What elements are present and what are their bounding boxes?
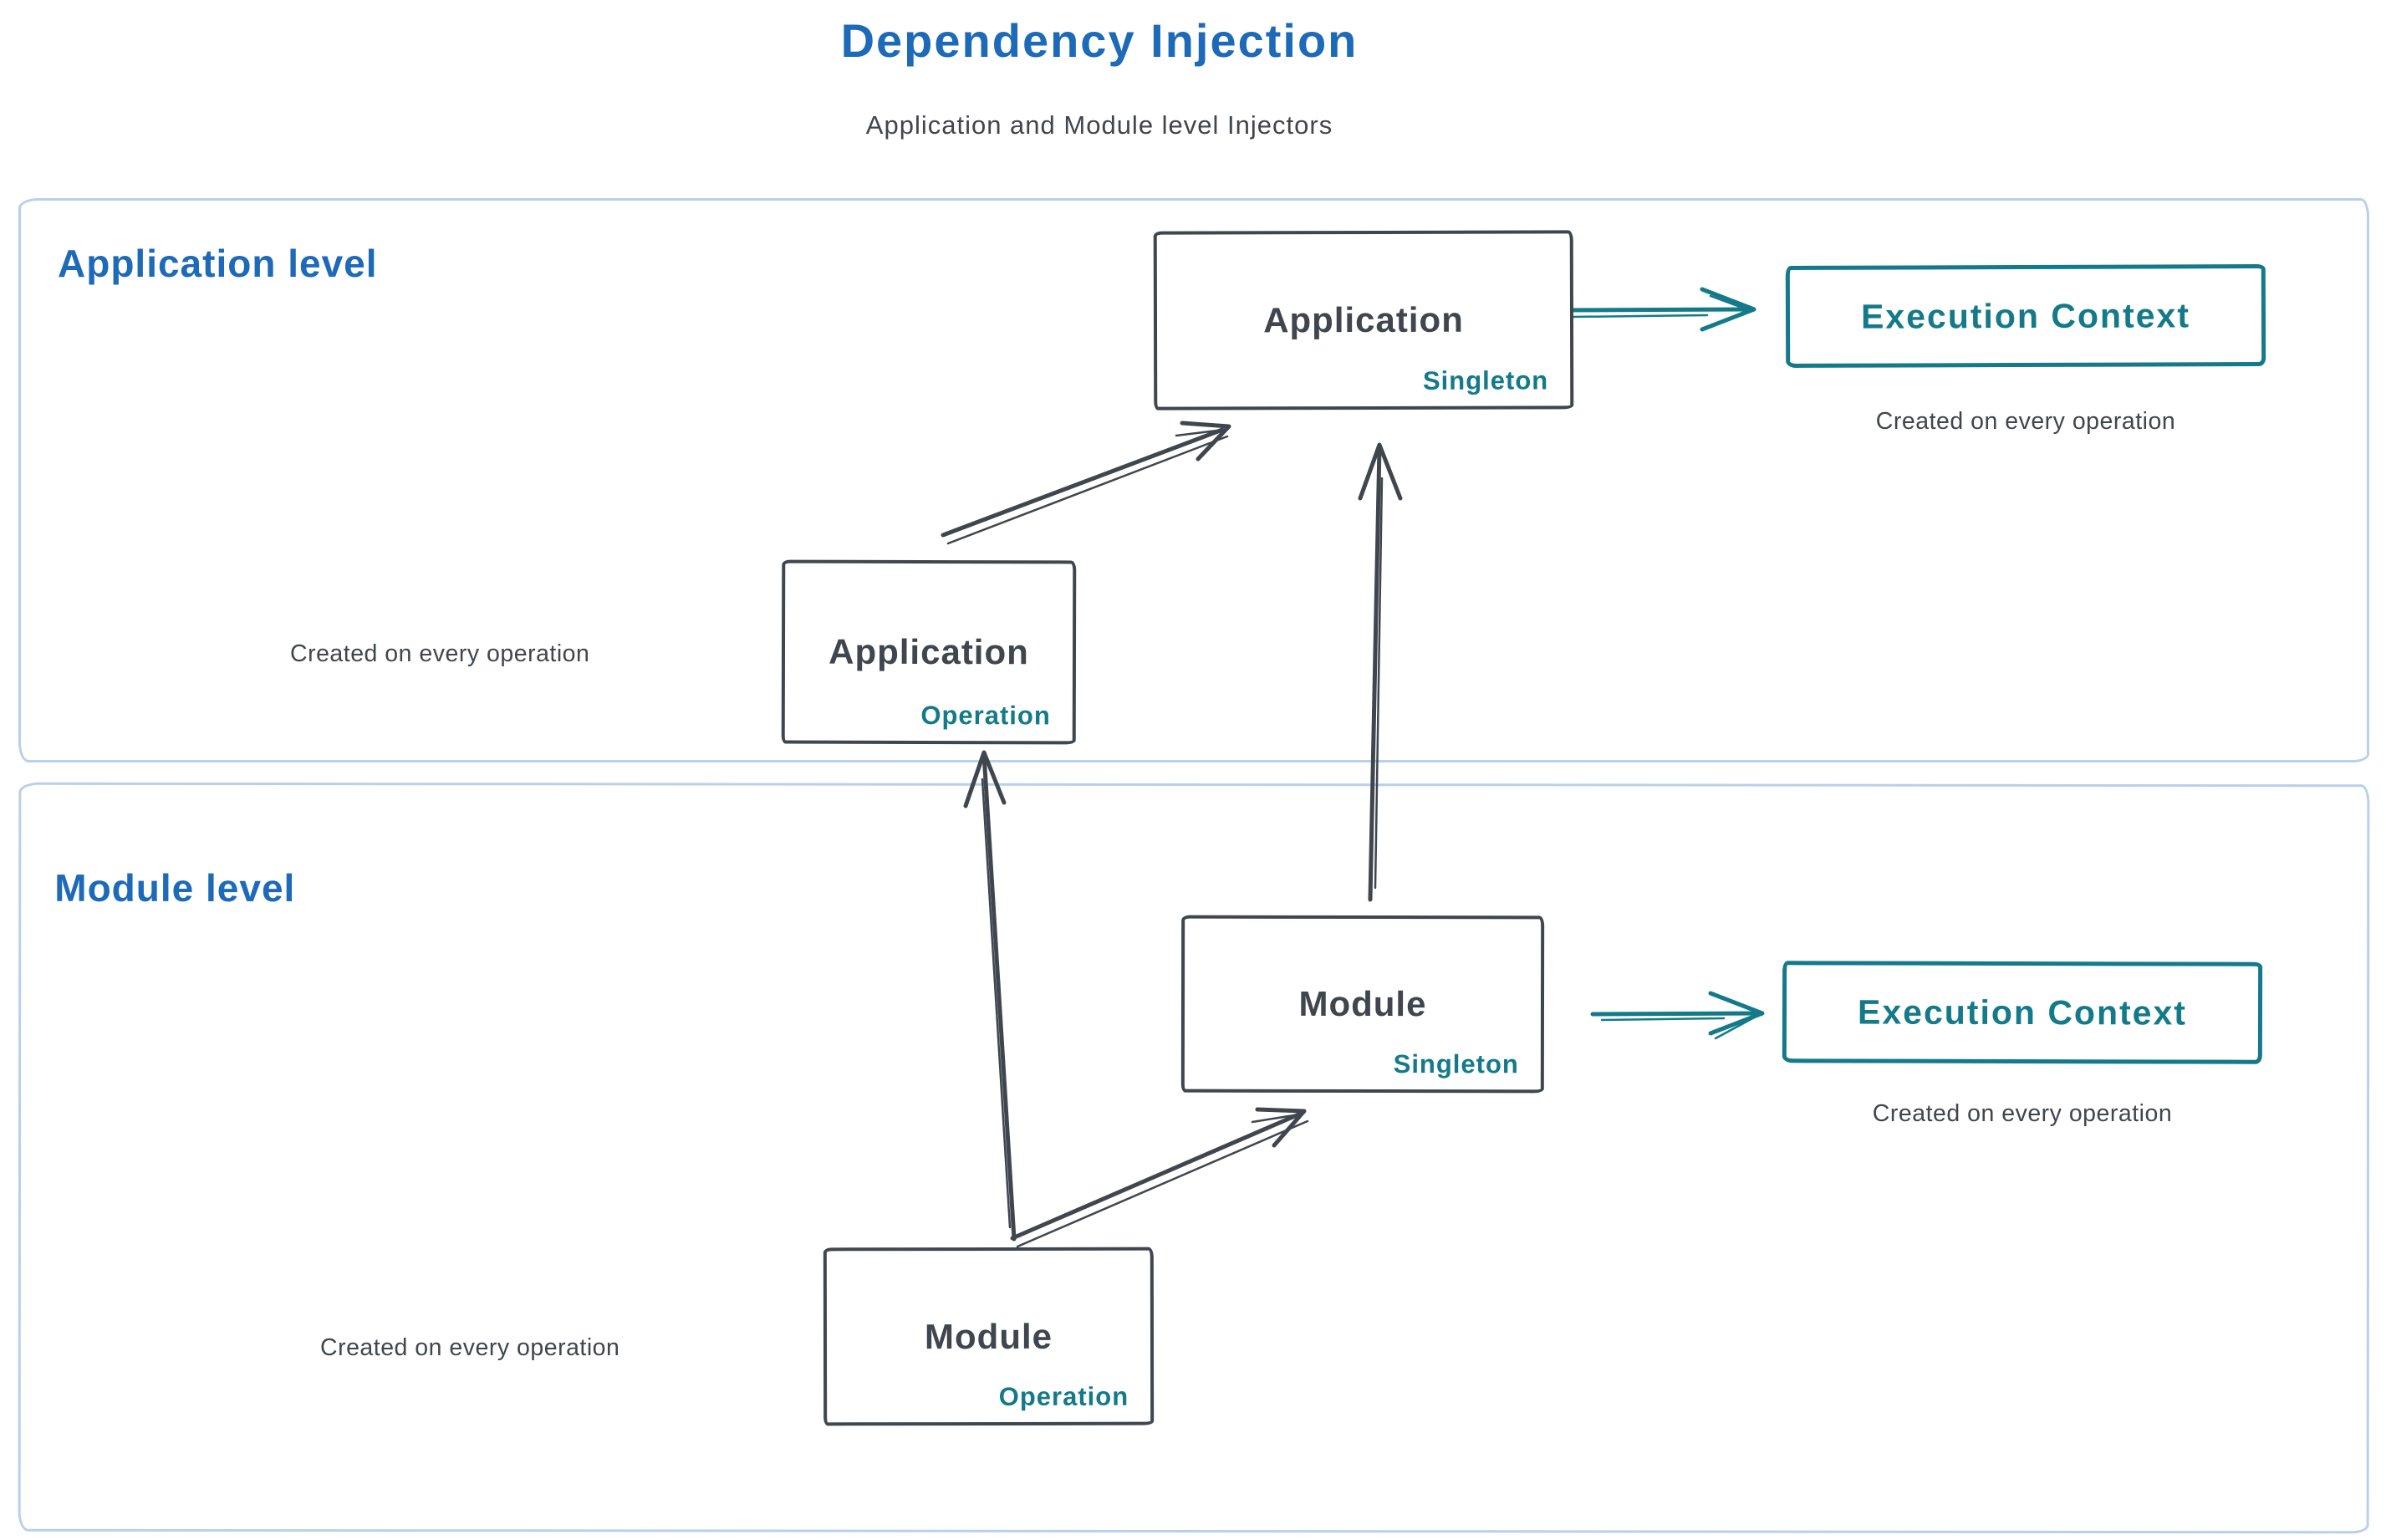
node-module-execution-context: Execution Context	[1782, 961, 2263, 1064]
node-application-operation-title: Application	[828, 631, 1029, 672]
section-application-level: Application level	[18, 198, 2369, 762]
diagram-title: Dependency Injection	[840, 14, 1359, 67]
node-application-execution-context: Execution Context	[1785, 263, 2266, 369]
diagram-subtitle: Application and Module level Injectors	[865, 110, 1333, 140]
caption-app-execution-context: Created on every operation	[1875, 408, 2176, 435]
section-module-level: Module level	[18, 782, 2370, 1534]
node-module-operation: Module Operation	[823, 1247, 1155, 1426]
node-module-singleton: Module Singleton	[1180, 915, 1545, 1094]
node-module-operation-tag: Operation	[998, 1381, 1129, 1411]
caption-module-operation: Created on every operation	[320, 1334, 620, 1361]
node-application-singleton: Application Singleton	[1153, 230, 1574, 410]
node-module-operation-title: Module	[924, 1316, 1053, 1356]
node-application-singleton-title: Application	[1263, 299, 1464, 340]
caption-module-execution-context: Created on every operation	[1872, 1100, 2173, 1127]
node-application-execution-context-title: Execution Context	[1860, 295, 2191, 336]
node-application-operation-tag: Operation	[920, 700, 1051, 731]
node-module-execution-context-title: Execution Context	[1857, 992, 2188, 1033]
section-module-level-label: Module level	[54, 865, 296, 910]
caption-app-operation: Created on every operation	[290, 640, 590, 667]
section-application-level-label: Application level	[58, 242, 378, 285]
node-application-operation: Application Operation	[781, 559, 1077, 745]
node-module-singleton-title: Module	[1298, 983, 1427, 1024]
node-application-singleton-tag: Singleton	[1422, 365, 1549, 395]
node-module-singleton-tag: Singleton	[1393, 1049, 1519, 1079]
